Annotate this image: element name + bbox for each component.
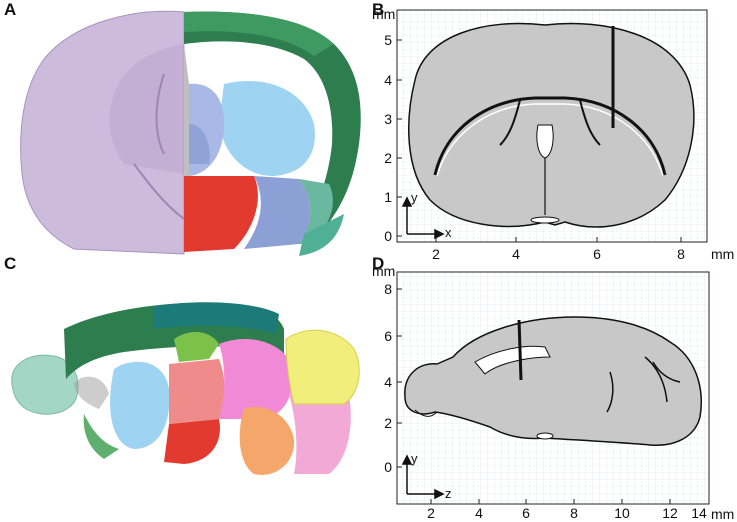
sagittal-outline-plot xyxy=(396,271,710,505)
axis-label-b-y: y xyxy=(411,190,418,205)
axis-label-d-y: y xyxy=(411,451,418,466)
y-tick-d-4: 4 xyxy=(384,374,392,390)
atlas-cortex xyxy=(184,11,361,234)
x-tick-b-4: 4 xyxy=(512,246,520,262)
x-tick-d-10: 10 xyxy=(614,505,630,521)
sagittal-brain-outline xyxy=(404,316,702,446)
x-tick-d-8: 8 xyxy=(570,505,578,521)
y-tick-b-5: 5 xyxy=(384,32,392,48)
sagittal-cerebellum xyxy=(285,329,360,405)
x-tick-b-6: 6 xyxy=(593,246,601,262)
axis-label-b-x: x xyxy=(445,225,452,240)
sagittal-atlas-image xyxy=(11,302,360,475)
coronal-atlas-image xyxy=(20,10,361,256)
atlas-caudoputamen xyxy=(219,80,315,176)
y-tick-b-4: 4 xyxy=(384,72,392,88)
panel-letter-a: A xyxy=(4,0,17,19)
y-unit-d: mm xyxy=(372,263,396,279)
y-tick-b-3: 3 xyxy=(384,111,392,127)
y-tick-b-2: 2 xyxy=(384,150,392,166)
x-tick-b-8: 8 xyxy=(677,246,685,262)
x-tick-d-12: 12 xyxy=(662,505,678,521)
x-unit-d: mm xyxy=(711,506,735,522)
panel-letter-d: D xyxy=(372,254,385,273)
y-tick-d-8: 8 xyxy=(384,281,392,297)
y-unit-b: mm xyxy=(372,6,396,22)
x-tick-d-6: 6 xyxy=(522,505,530,521)
panel-letter-c: C xyxy=(4,254,17,273)
y-tick-b-1: 1 xyxy=(384,189,392,205)
y-tick-d-6: 6 xyxy=(384,328,392,344)
y-tick-b-0: 0 xyxy=(384,228,392,244)
x-tick-d-14: 14 xyxy=(691,505,707,521)
x-tick-b-2: 2 xyxy=(432,246,440,262)
y-tick-d-0: 0 xyxy=(384,459,392,475)
panel-letter-b: B xyxy=(372,0,385,19)
probe-track-d xyxy=(517,319,523,381)
x-tick-d-4: 4 xyxy=(475,505,483,521)
coronal-outline-plot xyxy=(396,9,708,243)
axis-label-d-z: z xyxy=(445,486,452,501)
x-unit-b: mm xyxy=(711,246,735,262)
y-tick-d-2: 2 xyxy=(384,415,392,431)
x-tick-d-2: 2 xyxy=(427,505,435,521)
